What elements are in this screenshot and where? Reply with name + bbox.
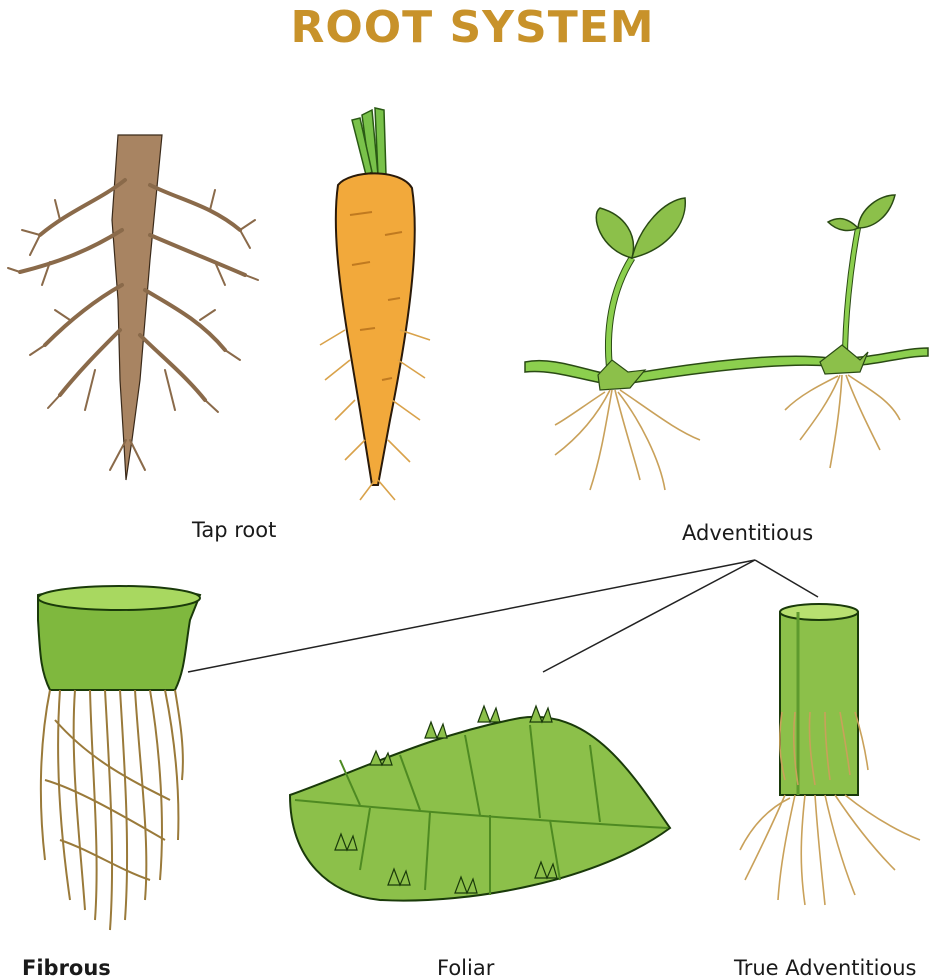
adventitious-illustration [524,194,929,491]
label-tap-root: Tap root [192,518,277,542]
foliar-illustration [288,704,672,902]
diagram-title: ROOT SYSTEM [290,2,655,53]
line-to-foliar [542,559,756,673]
label-foliar: Foliar [437,956,495,980]
label-true-adventitious: True Adventitious [734,956,917,980]
line-to-fibrous [187,559,756,673]
true-adventitious-illustration [739,603,921,906]
fibrous-illustration [37,585,202,931]
tap-root-illustration [7,134,259,481]
line-to-true-adventitious [754,559,819,598]
label-fibrous: Fibrous [22,956,111,980]
connector-lines [187,559,819,673]
carrot-illustration [319,107,431,501]
label-adventitious: Adventitious [682,521,814,545]
